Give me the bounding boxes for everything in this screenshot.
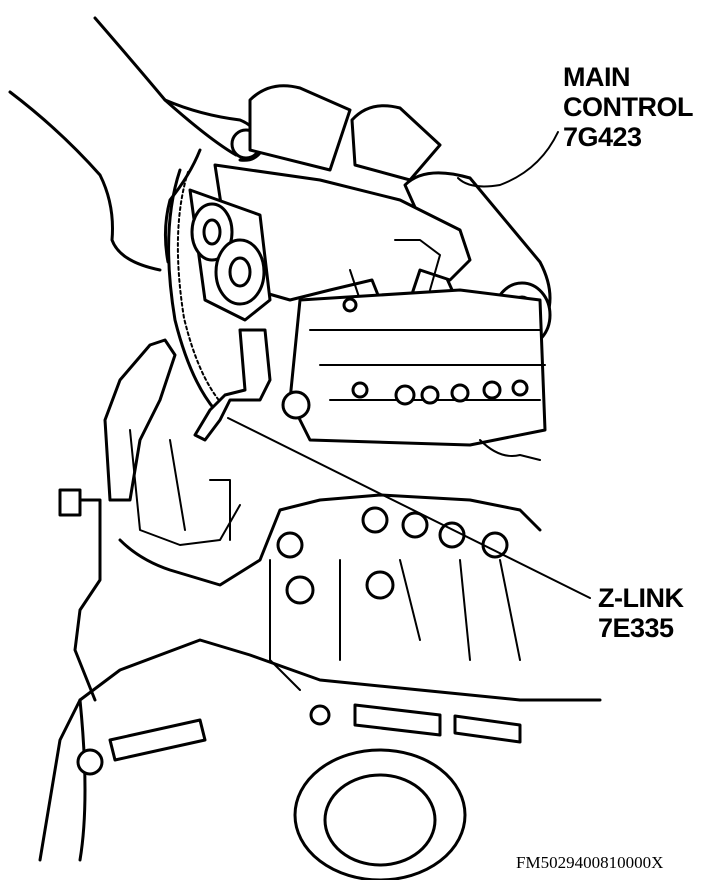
main-control-label-line2: CONTROL <box>563 92 693 122</box>
main-control-leader-line <box>457 131 559 188</box>
transmission-case <box>38 338 602 880</box>
figure-reference-code: FM5029400810000X <box>516 853 664 872</box>
servo-assembly <box>167 168 272 412</box>
z-link-part <box>193 328 311 442</box>
main-control-valve-body <box>213 84 552 461</box>
main-control-label-line1: MAIN <box>563 62 630 92</box>
main-control-label: MAIN CONTROL 7G423 <box>563 62 693 152</box>
z-link-label: Z-LINK 7E335 <box>598 583 684 643</box>
z-link-leader-line <box>227 417 591 599</box>
z-link-label-line2: 7E335 <box>598 613 674 643</box>
z-link-label-line1: Z-LINK <box>598 583 684 613</box>
main-control-label-line3: 7G423 <box>563 122 642 152</box>
